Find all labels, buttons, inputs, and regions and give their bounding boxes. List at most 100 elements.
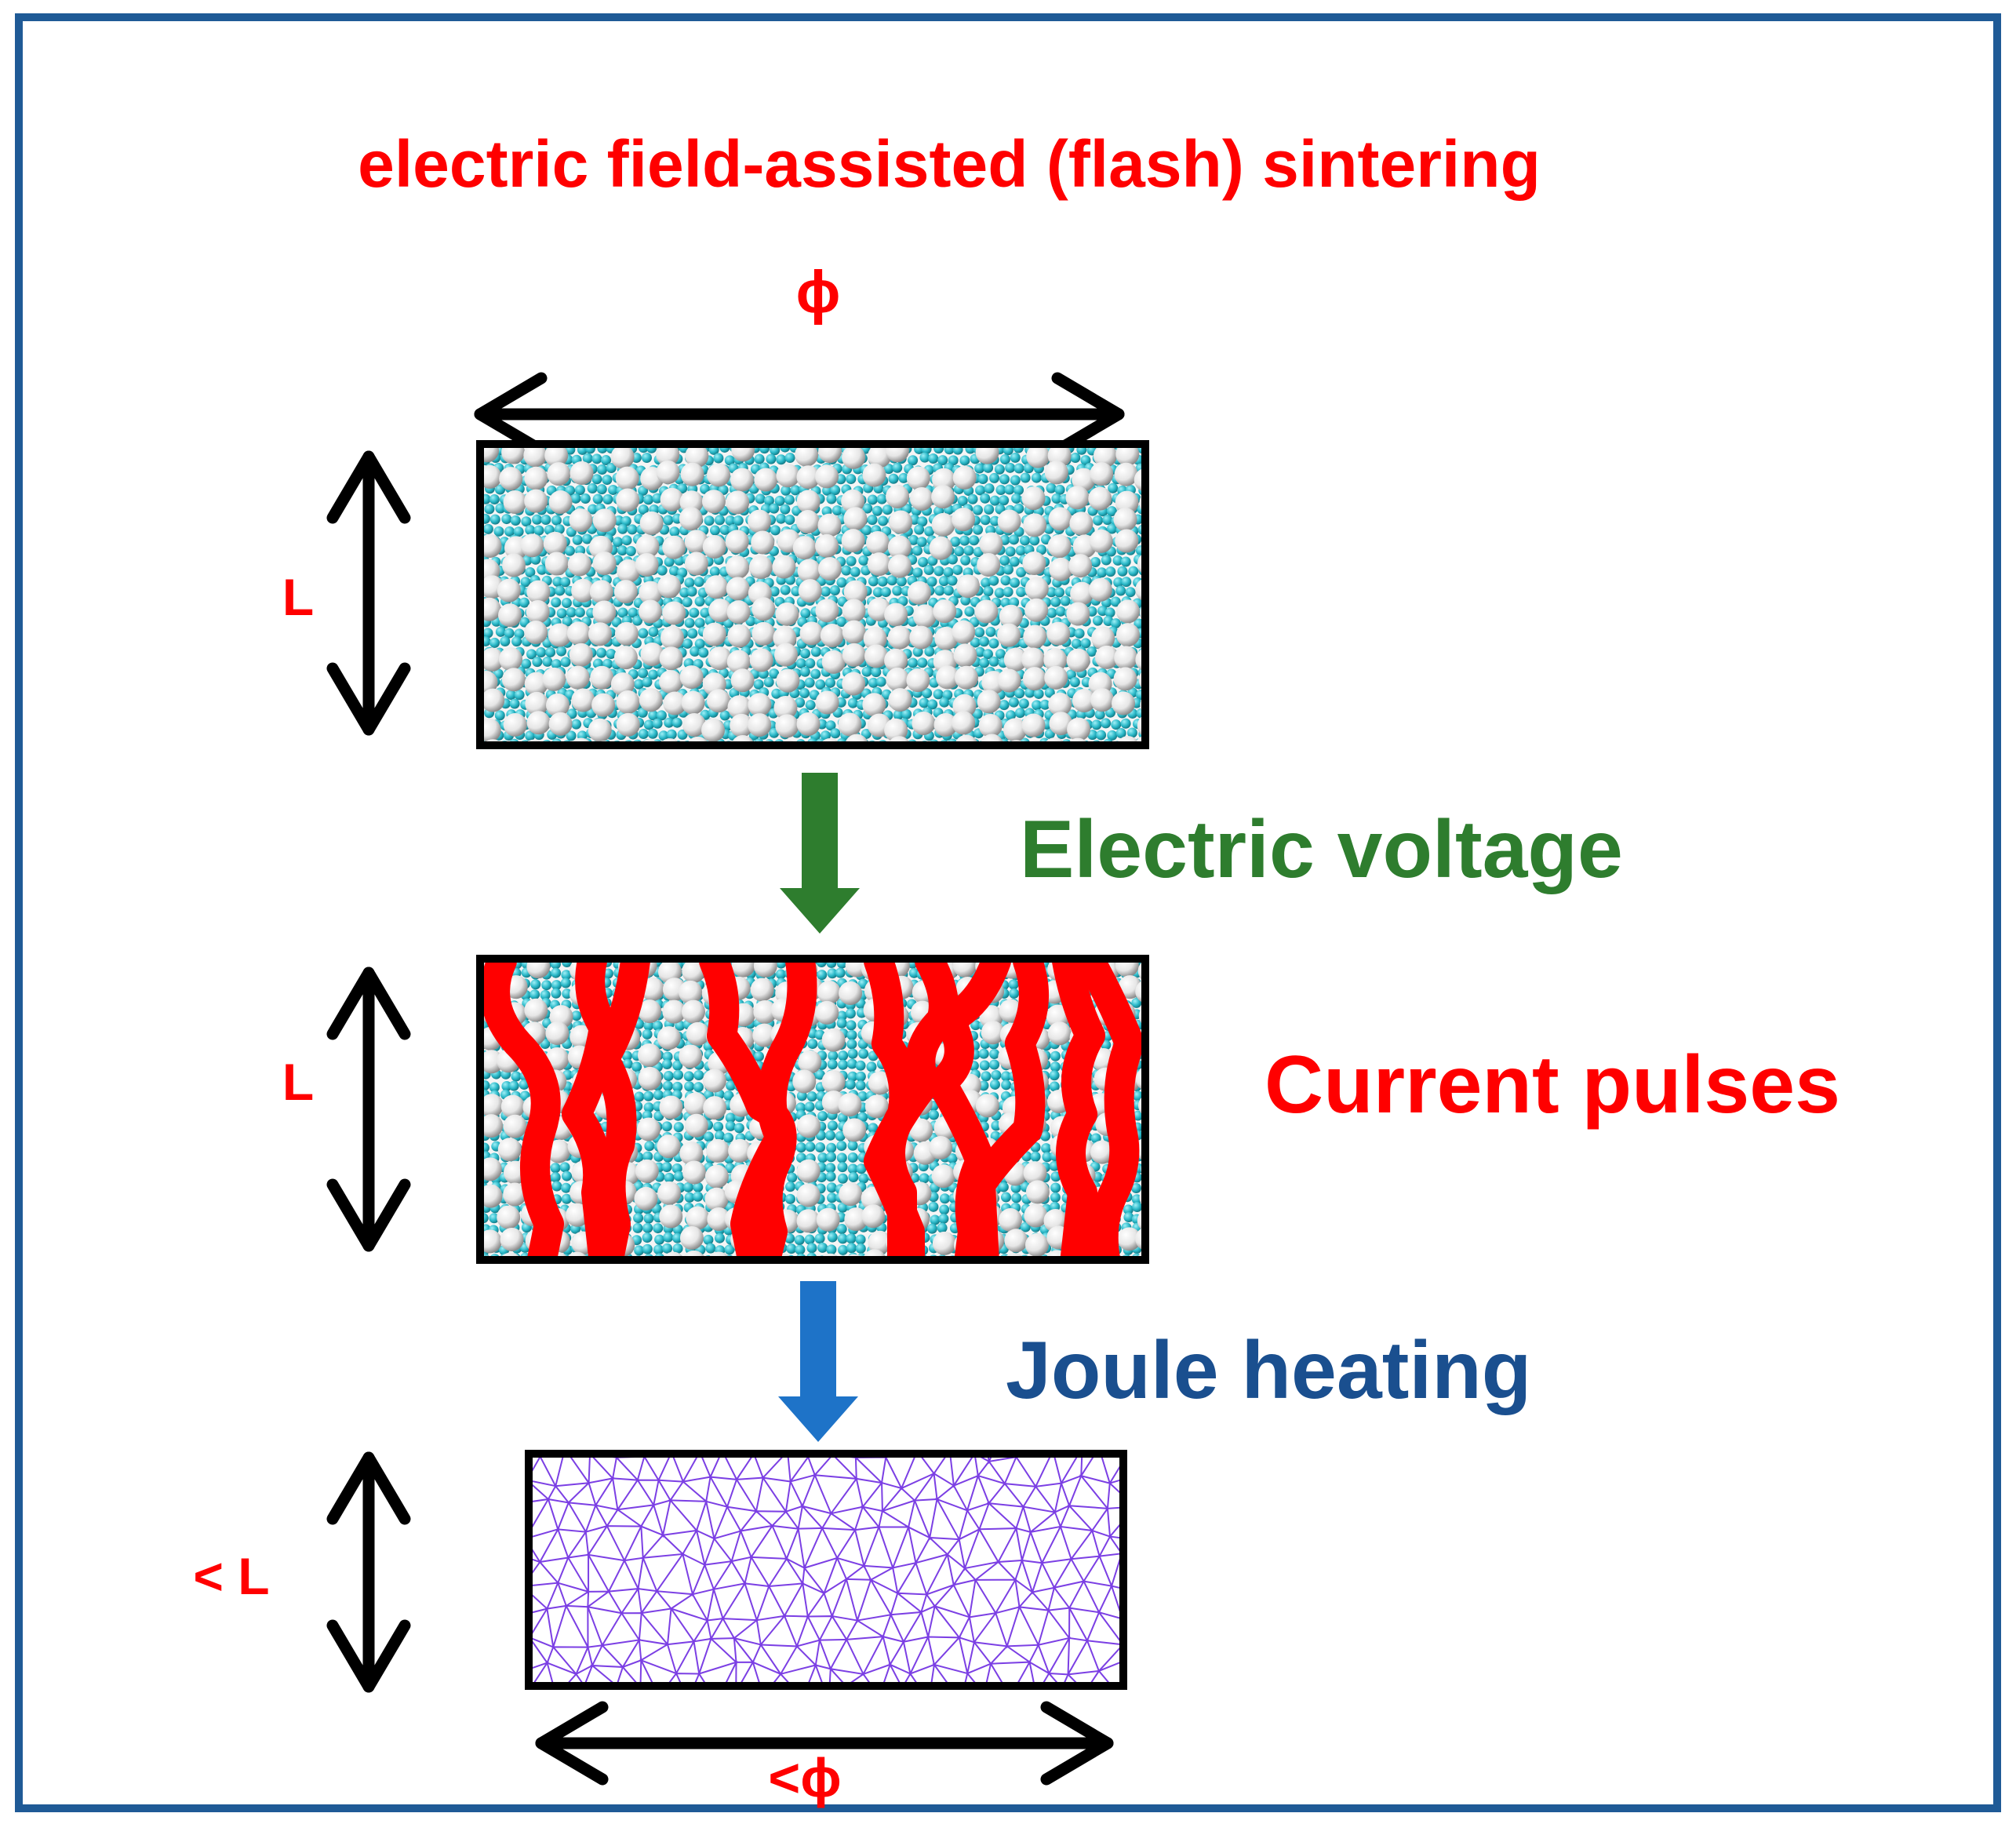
white-particle — [888, 554, 912, 578]
white-particle — [974, 599, 999, 624]
grain-boundary — [732, 1637, 762, 1664]
cyan-particle — [922, 688, 933, 699]
cyan-particle — [1016, 566, 1027, 577]
cyan-particle — [829, 584, 840, 595]
cyan-particle — [627, 524, 638, 535]
cyan-particle — [908, 455, 919, 466]
grain-boundary — [600, 1639, 641, 1669]
white-particle — [726, 650, 751, 674]
cyan-particle — [933, 689, 944, 700]
white-particle — [1048, 507, 1072, 531]
cyan-particle — [937, 1222, 948, 1233]
cyan-particle — [533, 525, 544, 536]
cyan-particle — [560, 657, 571, 668]
grain-boundary — [1100, 1454, 1123, 1486]
white-particle — [503, 712, 527, 737]
cyan-particle — [571, 1010, 582, 1021]
white-particle — [775, 602, 799, 626]
grain-boundary — [845, 1578, 872, 1624]
cyan-particle — [775, 969, 786, 980]
white-particle — [1049, 712, 1073, 736]
length-label-2: L — [282, 1053, 314, 1111]
grain-boundary — [799, 1505, 832, 1530]
white-particle — [1044, 665, 1068, 690]
cyan-particle — [914, 524, 925, 535]
white-particle — [683, 1092, 708, 1116]
white-particle — [682, 1160, 706, 1185]
cyan-particle — [978, 1048, 989, 1059]
cyan-particle — [724, 455, 735, 466]
grain-boundary — [900, 1471, 937, 1502]
grain-boundary — [1053, 1504, 1072, 1529]
cyan-particle — [628, 607, 639, 618]
cyan-particle — [770, 525, 781, 536]
cyan-particle — [653, 1090, 664, 1101]
grain-boundary — [994, 1605, 1021, 1649]
white-particle — [730, 713, 754, 737]
cyan-particle — [511, 1071, 522, 1082]
cyan-particle — [753, 679, 764, 690]
grain-boundary — [611, 1477, 639, 1512]
sintered-grain-sample — [525, 1450, 1127, 1690]
cyan-particle — [933, 566, 944, 577]
cyan-particle — [1050, 1171, 1061, 1182]
cyan-particle — [847, 697, 858, 708]
white-particle — [725, 530, 749, 554]
cyan-particle — [858, 1173, 869, 1184]
white-particle — [566, 665, 590, 690]
cyan-particle — [654, 1234, 665, 1245]
cyan-particle — [804, 1101, 815, 1112]
grain-boundary — [726, 1505, 758, 1533]
white-particle — [685, 444, 709, 468]
cyan-particle — [723, 1132, 734, 1143]
grain-boundary — [813, 1474, 858, 1516]
cyan-particle — [1092, 615, 1103, 626]
cyan-particle — [784, 453, 795, 464]
white-particle — [727, 624, 751, 648]
cyan-particle — [664, 1172, 675, 1183]
white-particle — [862, 463, 886, 487]
cyan-particle — [917, 516, 928, 527]
grain-boundary — [972, 1641, 1009, 1666]
cyan-particle — [693, 577, 704, 588]
length-arrow-2 — [326, 967, 411, 1252]
cyan-particle — [810, 668, 821, 679]
length-arrow-3 — [326, 1451, 411, 1693]
white-particle — [952, 959, 977, 978]
cyan-particle — [1005, 462, 1016, 473]
grain-boundary — [635, 1479, 660, 1507]
white-particle — [679, 665, 704, 690]
white-particle — [748, 693, 772, 717]
cyan-particle — [769, 668, 780, 679]
white-particle — [480, 1050, 504, 1074]
cyan-particle — [551, 980, 562, 991]
grain-boundary — [755, 1615, 787, 1647]
cyan-particle — [862, 503, 873, 514]
cyan-particle — [969, 535, 980, 546]
cyan-particle — [631, 1061, 642, 1072]
grain-boundary — [1068, 1607, 1101, 1643]
cyan-particle — [952, 564, 963, 575]
cyan-particle — [1041, 1143, 1052, 1154]
cyan-particle — [1070, 452, 1081, 463]
white-particle — [1024, 1203, 1048, 1228]
grain-boundary — [989, 1661, 1032, 1686]
cyan-particle — [943, 566, 954, 577]
white-particle — [1115, 623, 1140, 647]
cyan-particle — [979, 657, 990, 668]
grain-boundary — [655, 1589, 695, 1610]
cyan-particle — [694, 596, 705, 607]
cyan-particle — [795, 1142, 806, 1153]
green-body-sample — [476, 440, 1149, 749]
grain-boundary — [539, 1454, 565, 1488]
white-particle — [815, 599, 839, 623]
cyan-particle — [1008, 979, 1019, 990]
cyan-particle — [597, 464, 608, 475]
white-particle — [704, 575, 729, 599]
grain-boundary — [703, 1560, 733, 1592]
white-particle — [704, 1164, 729, 1189]
grain-boundary — [529, 1582, 559, 1611]
cyan-particle — [540, 989, 551, 1000]
grain-boundary — [722, 1454, 755, 1481]
cyan-particle — [826, 1244, 837, 1255]
